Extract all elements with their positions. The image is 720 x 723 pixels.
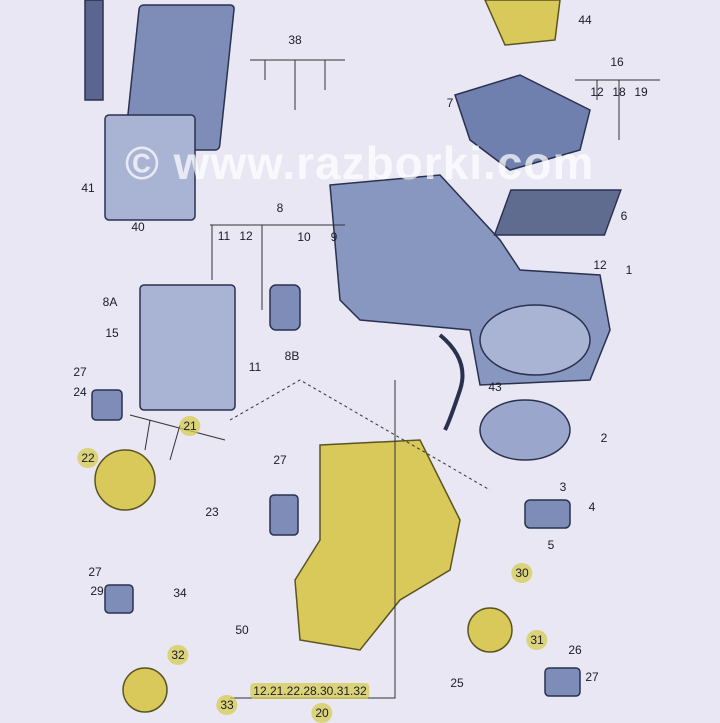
callout-label: 9 (330, 230, 338, 244)
callout-label: 23 (205, 505, 219, 519)
callout-label: 12 (239, 229, 253, 243)
callout-label: 19 (634, 85, 648, 99)
top-flange-part (484, 0, 561, 46)
callout-label: 44 (578, 13, 592, 27)
air-distribution-part (454, 74, 591, 171)
evaporator-8a-part (139, 284, 236, 411)
callout-label: 4 (588, 500, 596, 514)
blower-motor-part (479, 399, 571, 461)
hose-43-part (438, 333, 465, 431)
actuator-motor-30-part (467, 607, 513, 653)
leader-21 (129, 414, 226, 461)
servo-23-part (269, 494, 299, 536)
dashed-outline (229, 379, 491, 491)
callout-label: 1 (625, 263, 633, 277)
callout-label: 40 (131, 220, 145, 234)
callout-label: 43 (488, 380, 502, 394)
callout-label: 12.21.22.28.30.31.32 (250, 683, 370, 699)
connector-8b-part (269, 284, 301, 331)
callout-label: 20 (311, 703, 333, 723)
callout-label: 26 (568, 643, 582, 657)
callout-label: 8B (284, 349, 300, 363)
air-duct-housing-part (294, 439, 461, 651)
callout-label: 5 (547, 538, 555, 552)
callout-label: 11 (248, 360, 262, 374)
callout-label: 11 (217, 229, 231, 243)
callout-label: 3 (559, 480, 567, 494)
callout-label: 27 (585, 670, 599, 684)
callout-label: 12 (593, 258, 607, 272)
callout-label: 6 (620, 209, 628, 223)
watermark: © www.razborki.com (125, 137, 595, 189)
callout-label: 8 (276, 201, 284, 215)
callout-label: 12 (590, 85, 604, 99)
callout-label: 2 (600, 431, 608, 445)
callout-label: 27 (273, 453, 287, 467)
callout-label: 32 (167, 645, 189, 665)
heater-core-part (104, 114, 196, 221)
callout-label: 38 (288, 33, 302, 47)
servo-29-part (104, 584, 134, 614)
callout-label: 29 (90, 584, 104, 598)
callout-label: 10 (297, 230, 311, 244)
callout-label: 30 (511, 563, 533, 583)
callout-label: 34 (173, 586, 187, 600)
callout-label: 25 (450, 676, 464, 690)
callout-label: 8A (102, 295, 118, 309)
callout-label: 27 (88, 565, 102, 579)
actuator-motor-33-part (122, 667, 168, 713)
callout-label: 50 (235, 623, 249, 637)
blower-wheel-part (479, 304, 591, 376)
actuator-motor-22-part (94, 449, 156, 511)
side-pipe-part (84, 0, 104, 101)
callout-label: 33 (216, 695, 238, 715)
callout-label: 18 (612, 85, 626, 99)
callout-label: 21 (179, 416, 201, 436)
callout-label: 15 (105, 326, 119, 340)
pollen-filter-part (493, 189, 622, 236)
callout-label: 41 (81, 181, 95, 195)
callout-label: 24 (73, 385, 87, 399)
callout-label: 22 (77, 448, 99, 468)
callout-label: 31 (526, 630, 548, 650)
leader-16 (575, 79, 660, 140)
callout-label: 27 (73, 365, 87, 379)
leader-38 (250, 59, 345, 110)
servo-26-part (544, 667, 581, 697)
callout-label: 16 (610, 55, 624, 69)
leader-8 (210, 224, 345, 310)
servo-24-part (91, 389, 123, 421)
callout-label: 7 (446, 96, 454, 110)
servo-4-part (524, 499, 571, 529)
